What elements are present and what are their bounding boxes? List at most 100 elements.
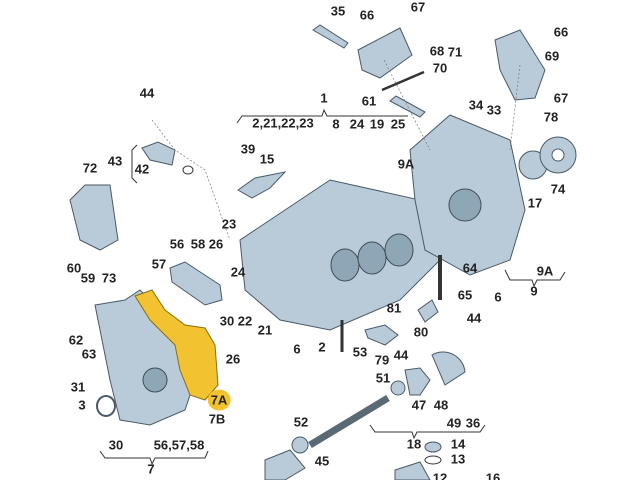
callout-label: 26 (208, 236, 224, 252)
cylinder-bore (357, 241, 387, 275)
callout-label: 34 (468, 97, 484, 113)
callout-label: 33 (486, 102, 502, 118)
callout-label: 23 (221, 216, 237, 232)
callout-label: 17 (527, 195, 543, 211)
group-bracket-7 (99, 450, 209, 466)
callout-label: 22 (237, 313, 253, 329)
rear-cover-bore (448, 188, 482, 222)
cylinder-bore (330, 248, 360, 282)
callout-label: 70 (432, 60, 448, 76)
callout-label: 56,57,58 (153, 437, 205, 453)
callout-label: 14 (450, 436, 466, 452)
bracket-47 (404, 367, 431, 396)
sensor-79 (364, 324, 399, 346)
callout-label: 73 (101, 270, 117, 286)
callout-label: 81 (386, 300, 402, 316)
callout-label: 21 (257, 322, 273, 338)
callout-label: 15 (259, 151, 275, 167)
seal-3 (96, 395, 116, 417)
sensor-80 (417, 299, 439, 323)
callout-label: 52 (293, 414, 309, 430)
bearing-51 (390, 380, 406, 396)
callout-label: 60 (66, 260, 82, 276)
leader-dashed (383, 59, 431, 151)
callout-label: 66 (553, 24, 569, 40)
callout-label: 3 (78, 397, 86, 413)
callout-label: 2,21,22,23 (252, 115, 314, 131)
callout-label: 79 (374, 352, 390, 368)
callout-label: 30 (219, 313, 235, 329)
callout-label: 44 (139, 85, 155, 101)
callout-label: 30 (108, 437, 124, 453)
callout-label: 9A (536, 263, 554, 279)
callout-label: 6 (293, 341, 301, 357)
plate-74-hole (551, 148, 565, 162)
callout-label: 7B (208, 411, 226, 427)
callout-label: 6 (494, 289, 502, 305)
callout-label: 24 (349, 116, 365, 132)
bracket-68 (357, 27, 413, 79)
group-bracket-18 (369, 424, 486, 440)
cover-bore (142, 367, 168, 393)
cylinder-bore (384, 233, 414, 267)
gasket-7A (134, 289, 219, 401)
callout-label: 63 (81, 346, 97, 362)
callout-label: 66 (359, 7, 375, 23)
callout-label: 43 (107, 153, 123, 169)
callout-label: 72 (82, 160, 98, 176)
callout-label: 42 (134, 161, 150, 177)
cap-14 (424, 441, 442, 453)
callout-label: 71 (447, 44, 463, 60)
callout-label: 9A (397, 156, 415, 172)
callout-label: 59 (80, 270, 96, 286)
callout-label: 2 (318, 339, 326, 355)
group-bracket-1 (236, 108, 408, 124)
callout-label: 53 (352, 344, 368, 360)
group-bracket-43 (131, 144, 138, 184)
callout-label: 80 (413, 324, 429, 340)
callout-label: 45 (314, 453, 330, 469)
bracket-15 (237, 171, 287, 199)
thermostat-43 (141, 141, 176, 166)
callout-label: 13 (450, 451, 466, 467)
callout-label: 44 (393, 347, 409, 363)
callout-label: 47 (411, 397, 427, 413)
callout-label: 49 (446, 415, 462, 431)
o-ring-42 (182, 165, 194, 175)
callout-label: 39 (240, 141, 256, 157)
callout-label: 58 (190, 236, 206, 252)
callout-label: 7 (147, 461, 155, 477)
part-16 (394, 461, 431, 480)
callout-label: 18 (406, 436, 422, 452)
callout-label: 48 (433, 397, 449, 413)
callout-label-highlighted: 7A (207, 389, 231, 411)
group-bracket-9 (504, 269, 566, 288)
callout-label: 36 (465, 415, 481, 431)
callout-label: 64 (462, 260, 478, 276)
bearing-52 (291, 436, 309, 454)
callout-label: 51 (375, 370, 391, 386)
leader-dashed (151, 119, 231, 241)
shaft-18 (308, 395, 390, 448)
callout-label: 67 (410, 0, 426, 15)
callout-label: 9 (530, 283, 538, 299)
callout-label: 56 (169, 236, 185, 252)
callout-label: 74 (550, 181, 566, 197)
callout-label: 61 (361, 93, 377, 109)
callout-label: 19 (369, 116, 385, 132)
callout-label: 62 (68, 332, 84, 348)
callout-label: 25 (390, 116, 406, 132)
callout-label: 31 (70, 379, 86, 395)
callout-label: 57 (151, 256, 167, 272)
callout-label: 68 (429, 43, 445, 59)
callout-label: 65 (457, 287, 473, 303)
sealant-tube-35 (312, 24, 349, 49)
oil-filter-housing-72 (69, 184, 119, 251)
callout-label: 16 (485, 470, 501, 480)
seal-strip-70 (381, 70, 425, 92)
callout-label: 8 (332, 116, 340, 132)
callout-label: 69 (544, 48, 560, 64)
cover-56 (169, 261, 223, 306)
